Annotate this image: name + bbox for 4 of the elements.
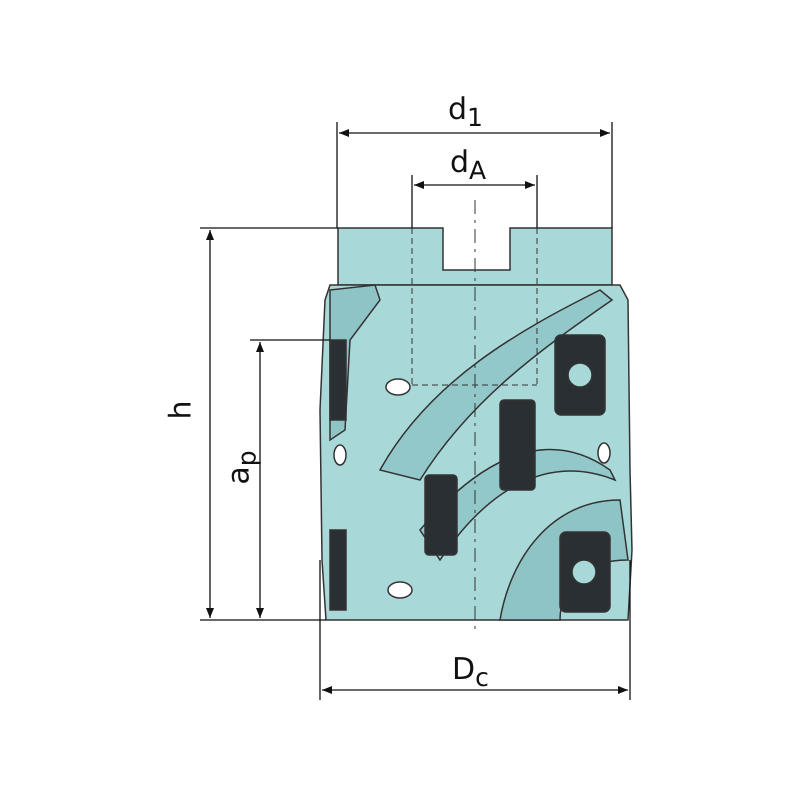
dimension-label: D$_{c}$	[452, 655, 489, 690]
dimension-label: d$_{1}$	[448, 95, 483, 130]
dimension-label: h	[166, 400, 196, 420]
dimension-label: d$_{A}$	[450, 148, 486, 183]
